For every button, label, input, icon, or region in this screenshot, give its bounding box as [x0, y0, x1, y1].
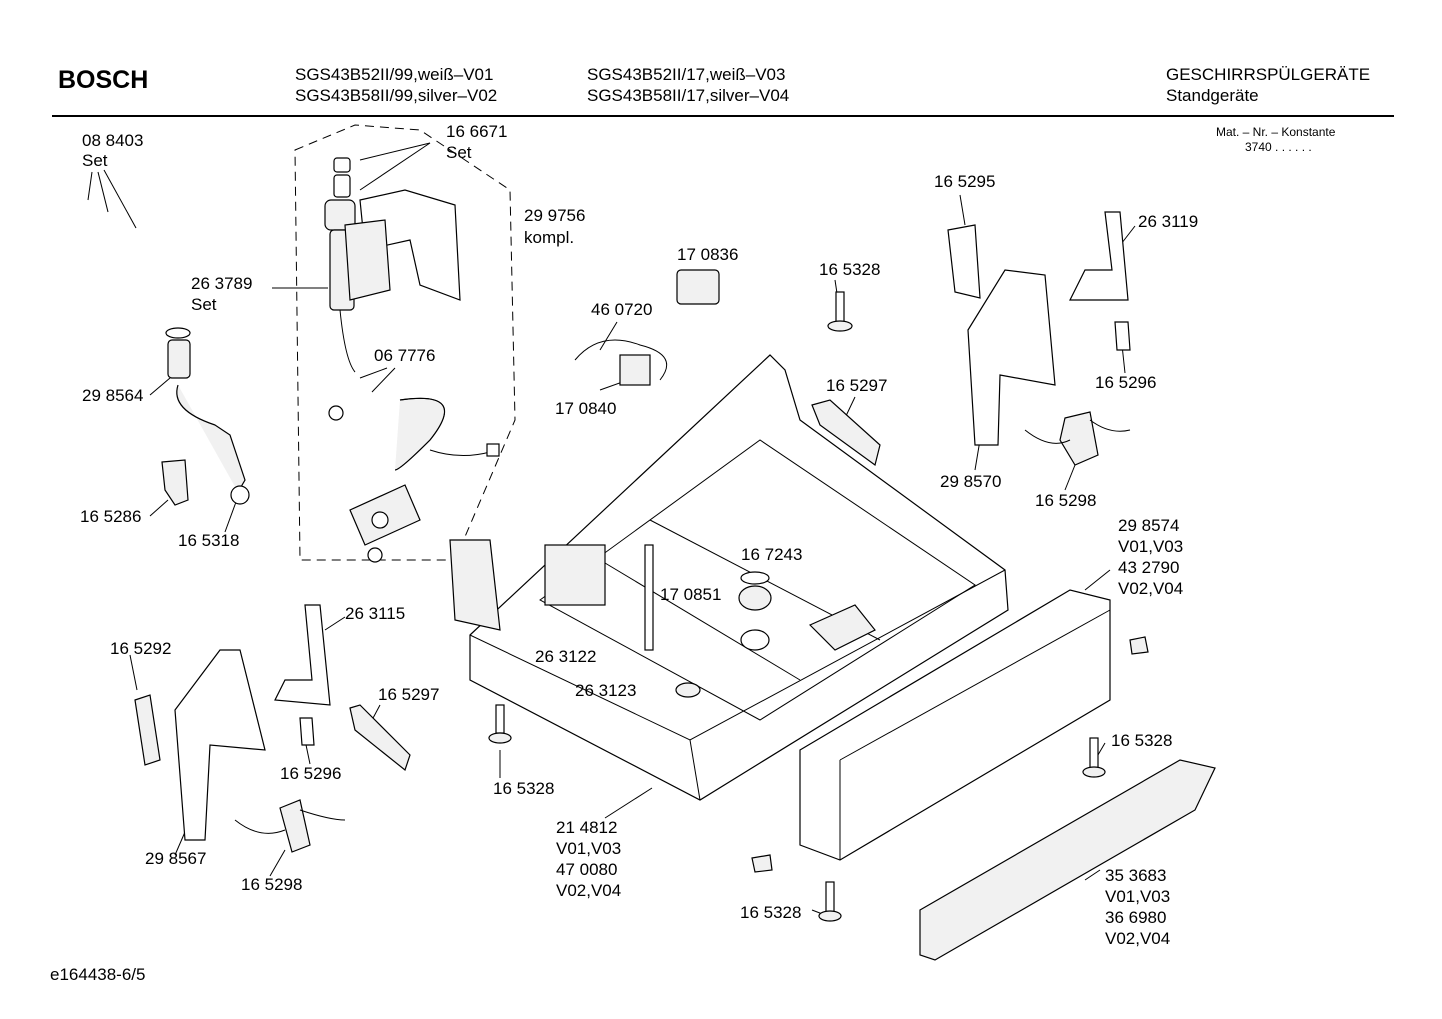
model-line-4: SGS43B58II/17,silver–V04: [587, 86, 790, 105]
cover-165292: [134, 694, 161, 766]
switch-170840: [619, 354, 651, 386]
part-label-263122: 26 3122: [535, 647, 597, 666]
part-label-298574-variant: V01,V03: [1118, 537, 1184, 556]
brand-logo: BOSCH: [58, 66, 149, 94]
part-label-165297-left: 16 5297: [378, 685, 440, 704]
part-label-353683-variant: V01,V03: [1105, 887, 1171, 906]
part-label-165296-right: 16 5296: [1095, 373, 1157, 392]
part-label-165318: 16 5318: [178, 531, 240, 550]
model-line-3: SGS43B52II/17,weiß–V03: [587, 65, 786, 84]
drawing-id: e164438-6/5: [50, 965, 146, 984]
screw-front-1: [1082, 737, 1106, 778]
part-label-299756: 29 9756: [524, 206, 586, 225]
part-label-165328-bottom: 16 5328: [740, 903, 802, 922]
category-title: GESCHIRRSPÜLGERÄTE: [1166, 65, 1371, 84]
part-label-165328-base: 16 5328: [493, 779, 555, 798]
part-label-298570: 29 8570: [940, 472, 1002, 491]
part-label-166671-set: Set: [446, 143, 472, 162]
part-label-170840: 17 0840: [555, 399, 617, 418]
part-label-263123: 26 3123: [575, 681, 637, 700]
part-label-298574: 29 8574: [1118, 516, 1180, 535]
mat-value: 3740 . . . . . .: [1245, 140, 1312, 154]
spring-165297a: [811, 399, 881, 467]
part-label-165298-left: 16 5298: [241, 875, 303, 894]
part-label-366980-variant: V02,V04: [1105, 929, 1171, 948]
cable-460720: [574, 339, 668, 381]
part-label-214812-variant: V01,V03: [556, 839, 622, 858]
sensor-cable-a: [1024, 419, 1131, 444]
part-label-263789-set: Set: [191, 295, 217, 314]
part-label-263115: 26 3115: [345, 604, 406, 623]
bracket-298567: [174, 649, 266, 841]
part-label-214812: 21 4812: [556, 818, 618, 837]
spring-part: [165, 327, 191, 379]
sensor-cable-b: [234, 809, 346, 834]
kit-outline: [294, 124, 516, 561]
part-label-165298-right: 16 5298: [1035, 491, 1097, 510]
sensor-165298b: [279, 799, 311, 853]
part-label-067776: 06 7776: [374, 346, 436, 365]
part-label-165286: 16 5286: [80, 507, 142, 526]
screw-top: [827, 291, 853, 332]
part-label-088403-set: Set: [82, 151, 108, 170]
screw-side-1: [1129, 636, 1149, 655]
part-label-460720: 46 0720: [591, 300, 653, 319]
part-label-165296-left: 16 5296: [280, 764, 342, 783]
part-label-470080-variant: V02,V04: [556, 881, 622, 900]
header-rule: [52, 115, 1394, 117]
part-label-470080: 47 0080: [556, 860, 618, 879]
base-tub: [449, 354, 1009, 801]
part-label-165292: 16 5292: [110, 639, 172, 658]
part-label-299756-kompl: kompl.: [524, 228, 575, 247]
part-label-263789: 26 3789: [191, 274, 253, 293]
bracket-165295: [947, 224, 981, 299]
spring-165297b: [349, 704, 411, 772]
front-panel: [799, 589, 1111, 861]
part-label-432790: 43 2790: [1118, 558, 1180, 577]
holder-165296: [1114, 321, 1131, 351]
seal-ring: [230, 485, 250, 505]
screw-base: [488, 704, 512, 744]
part-label-166671: 16 6671: [446, 122, 508, 141]
bracket-298570: [967, 269, 1056, 446]
part-label-353683: 35 3683: [1105, 866, 1167, 885]
part-label-165295: 16 5295: [934, 172, 996, 191]
part-label-088403: 08 8403: [82, 131, 144, 150]
plinth-strip: [919, 759, 1216, 961]
holder-165296b: [299, 717, 315, 746]
fill-connector: [349, 484, 421, 563]
screw-front-2: [818, 881, 842, 922]
part-label-298567: 29 8567: [145, 849, 207, 868]
model-line-1: SGS43B52II/99,weiß–V01: [295, 65, 494, 84]
clip-part: [161, 459, 189, 506]
connector-170836: [676, 269, 720, 305]
mat-label: Mat. – Nr. – Konstante: [1216, 125, 1336, 139]
water-valve-assembly: [324, 157, 500, 471]
part-label-167243: 16 7243: [741, 545, 803, 564]
model-line-2: SGS43B58II/99,silver–V02: [295, 86, 498, 105]
part-label-170851: 17 0851: [660, 585, 722, 604]
part-label-170836: 17 0836: [677, 245, 739, 264]
part-label-165328-top: 16 5328: [819, 260, 881, 279]
part-label-165297-top: 16 5297: [826, 376, 888, 395]
sensor-165298a: [1059, 411, 1099, 466]
part-label-165328-front: 16 5328: [1111, 731, 1173, 750]
part-label-432790-variant: V02,V04: [1118, 579, 1184, 598]
part-label-263119: 26 3119: [1138, 212, 1199, 231]
part-label-298564: 29 8564: [82, 386, 144, 405]
subcategory-title: Standgeräte: [1166, 86, 1259, 105]
bracket-263115: [274, 604, 331, 706]
drain-hose: [176, 384, 246, 493]
part-label-366980: 36 6980: [1105, 908, 1167, 927]
bracket-263119: [1069, 211, 1129, 301]
screw-side-2: [751, 854, 773, 873]
